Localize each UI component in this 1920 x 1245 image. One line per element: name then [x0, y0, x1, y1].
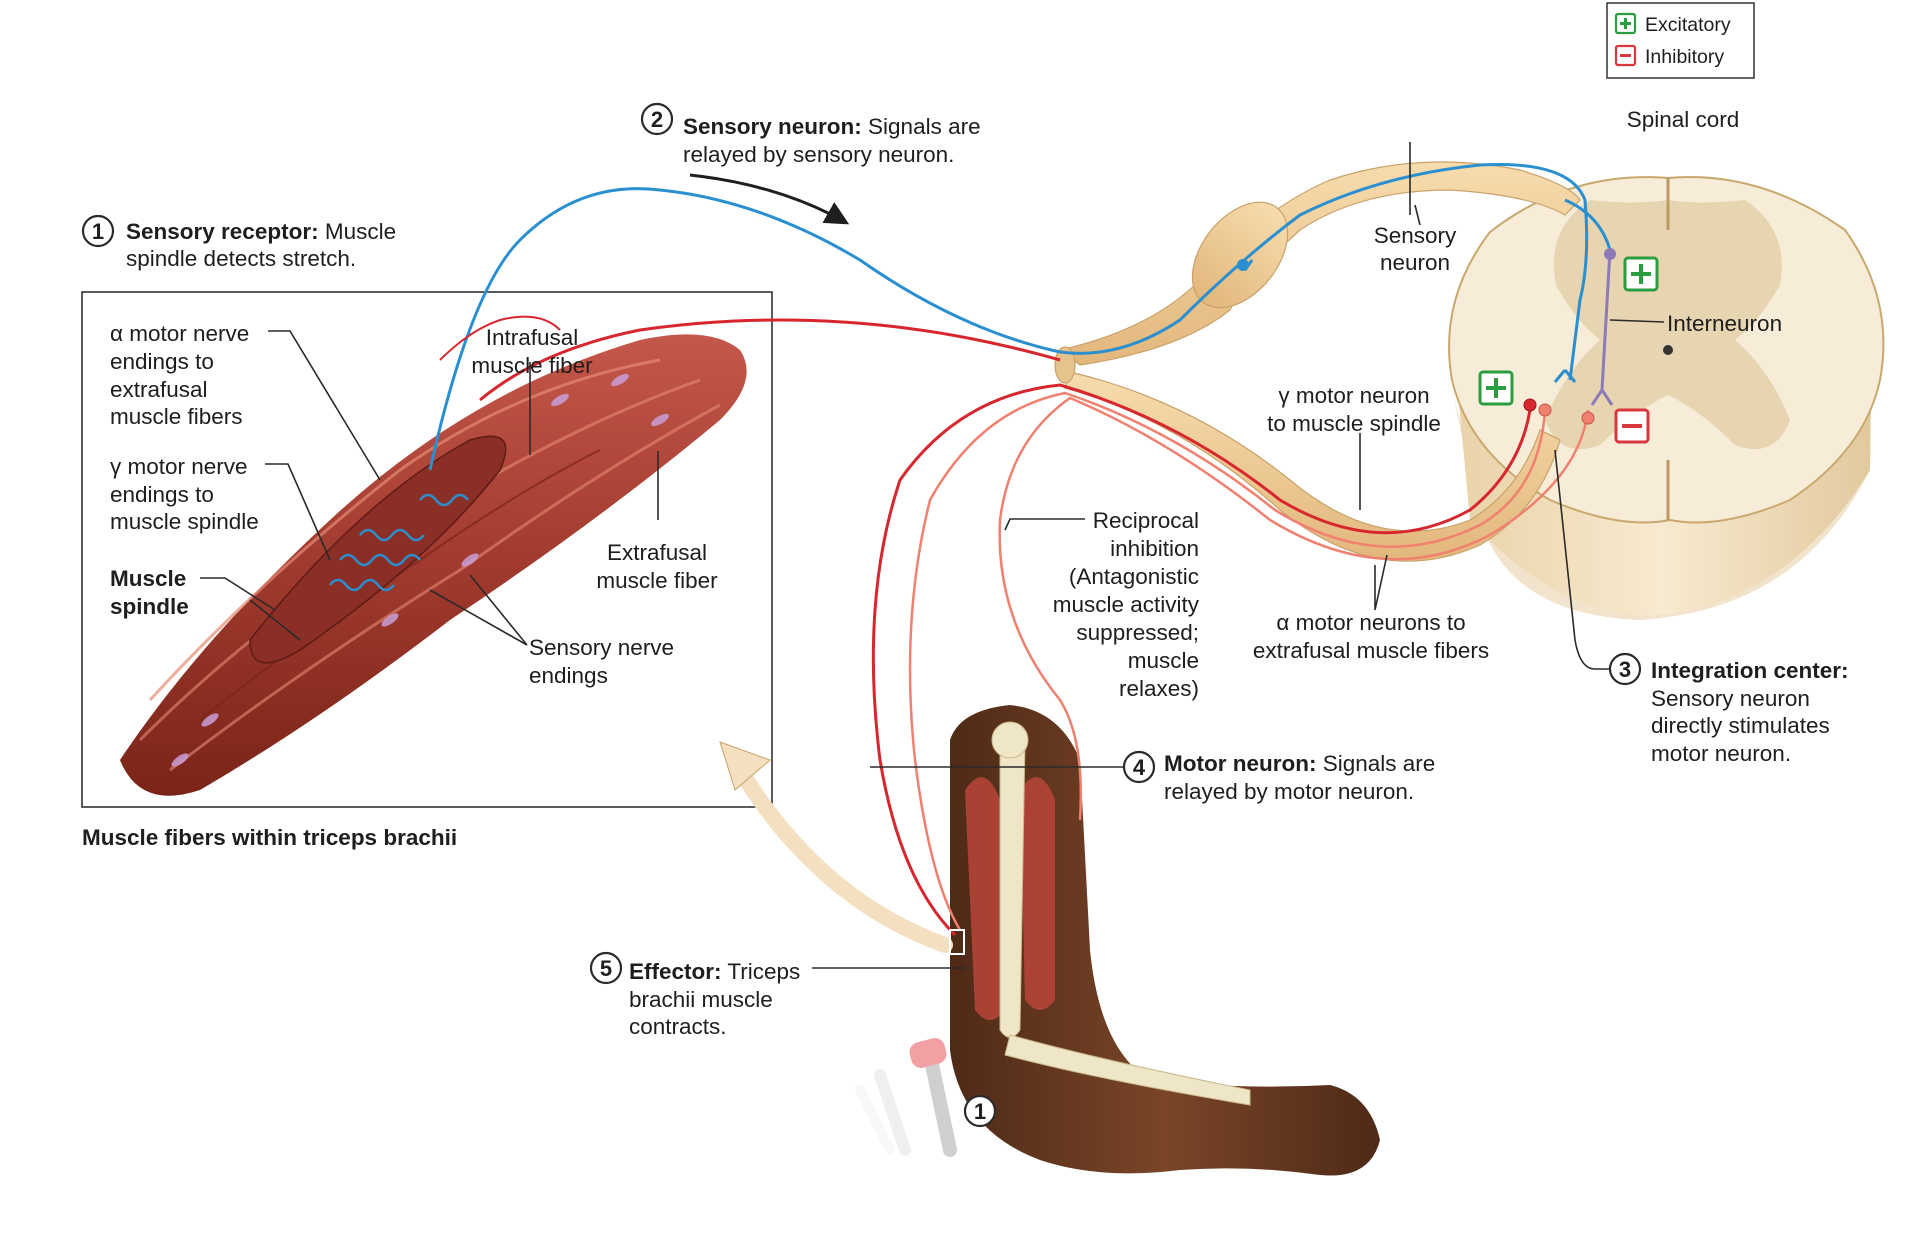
step-5-badge: 5	[589, 951, 623, 985]
alpha-nerve-label-4: muscle fibers	[110, 404, 243, 429]
extrafusal-label-1: Extrafusal	[607, 540, 707, 565]
dorsal-root-ganglion	[1191, 201, 1289, 309]
step-3-title: Integration center:	[1651, 658, 1849, 683]
leader-lines	[200, 142, 1665, 969]
spindle-location-box	[949, 929, 965, 955]
spinal-cord	[1448, 176, 1885, 620]
interneuron	[1590, 249, 1614, 406]
sensory-neuron-label-1: Sensory	[1374, 223, 1457, 248]
step-3-line1: Sensory neuron	[1651, 686, 1810, 711]
alpha-nerve-label-1: α motor nerve	[110, 321, 249, 346]
step-3-line3: motor neuron.	[1651, 741, 1791, 766]
sensory-neuron-label-2: neuron	[1380, 250, 1450, 275]
alpha-motor-label-1: α motor neurons to	[1276, 610, 1465, 635]
gamma-motor-neuron	[908, 391, 1547, 931]
legend: Excitatory Inhibitory	[1606, 2, 1755, 79]
gamma-nerve-label-1: γ motor nerve	[110, 454, 248, 479]
alpha-nerve-label-3: extrafusal	[110, 377, 208, 402]
sensory-endings-label-2: endings	[529, 663, 608, 688]
svg-text:2: 2	[651, 107, 663, 132]
reciprocal-motor-neuron	[998, 396, 1590, 821]
signal-direction-arrow	[689, 173, 850, 225]
biceps-muscle	[1020, 777, 1055, 1010]
step-2-badge: 2	[640, 102, 674, 136]
reciprocal-label-5: suppressed;	[1076, 620, 1199, 645]
excitatory-marker-lower-icon	[1478, 370, 1514, 406]
step-1-badge: 1	[81, 214, 115, 248]
spindle-label-2: spindle	[110, 594, 189, 619]
gamma-nerve-label-3: muscle spindle	[110, 509, 259, 534]
gamma-motor-label-1: γ motor neuron	[1278, 383, 1429, 408]
step-5-title: Effector: Triceps	[629, 959, 800, 984]
sensory-endings-coils	[329, 493, 469, 592]
stretch-arrow	[732, 762, 953, 953]
excitatory-marker-upper-icon	[1623, 256, 1659, 292]
alpha-motor-label-2: extrafusal muscle fibers	[1253, 638, 1489, 663]
alpha-nerve-label-2: endings to	[110, 349, 214, 374]
spinal-nerve	[1054, 161, 1581, 562]
excitatory-icon	[1614, 12, 1637, 35]
muscle-spindle-capsule	[249, 435, 507, 664]
step-5-line1: brachii muscle	[629, 987, 773, 1012]
intrafusal-label-2: muscle fiber	[471, 353, 593, 378]
alpha-motor-neuron	[871, 383, 1532, 937]
step-4-line2: relayed by motor neuron.	[1164, 779, 1414, 804]
step-1-line2: spindle detects stretch.	[126, 246, 356, 271]
svg-text:3: 3	[1619, 657, 1631, 682]
gamma-motor-label-2: to muscle spindle	[1267, 411, 1441, 436]
reciprocal-label-1: Reciprocal	[1093, 508, 1199, 533]
step-2-title: Sensory neuron: Signals are	[683, 114, 981, 139]
inhibitory-marker-icon	[1614, 408, 1650, 444]
step-2-line2: relayed by sensory neuron.	[683, 142, 954, 167]
step-1-title: Sensory receptor: Muscle	[126, 219, 396, 244]
muscle-inset	[81, 291, 773, 808]
gray-matter	[1545, 200, 1790, 450]
motor-cell-body-3	[1581, 411, 1595, 425]
reflex-hammer	[855, 1038, 957, 1157]
inset-caption: Muscle fibers within triceps brachii	[82, 825, 457, 850]
hammer-step-badge: 1	[963, 1094, 997, 1128]
motor-cell-body-2	[1538, 403, 1552, 417]
extrafusal-label-2: muscle fiber	[596, 568, 718, 593]
reciprocal-label-7: relaxes)	[1119, 676, 1199, 701]
reciprocal-label-2: inhibition	[1110, 536, 1199, 561]
step-4-badge: 4	[1122, 750, 1156, 784]
svg-text:1: 1	[974, 1099, 986, 1124]
step-3-line2: directly stimulates	[1651, 713, 1830, 738]
motor-cell-body-1	[1523, 398, 1537, 412]
sensory-endings-label-1: Sensory nerve	[529, 635, 674, 660]
inhibitory-icon	[1614, 44, 1637, 67]
muscle-bundle	[120, 334, 747, 796]
legend-inhibitory-label: Inhibitory	[1645, 46, 1724, 68]
step-5-line2: contracts.	[629, 1014, 727, 1039]
gamma-nerve-label-2: endings to	[110, 482, 214, 507]
sensory-neuron-axon	[428, 162, 1589, 471]
svg-text:1: 1	[92, 219, 104, 244]
arm	[950, 705, 1380, 1176]
sensory-cell-body	[1237, 259, 1249, 271]
legend-excitatory-label: Excitatory	[1645, 14, 1731, 36]
interneuron-label: Interneuron	[1667, 311, 1782, 336]
step-3-badge: 3	[1608, 652, 1642, 686]
triceps-muscle	[965, 777, 1005, 1020]
reciprocal-label-3: (Antagonistic	[1069, 564, 1199, 589]
svg-text:4: 4	[1133, 755, 1146, 780]
step-4-title: Motor neuron: Signals are	[1164, 751, 1435, 776]
spindle-label-1: Muscle	[110, 566, 186, 591]
intrafusal-label-1: Intrafusal	[486, 325, 579, 350]
svg-text:5: 5	[600, 956, 612, 981]
central-canal	[1663, 345, 1673, 355]
spinal-cord-label: Spinal cord	[1627, 107, 1740, 132]
reciprocal-label-6: muscle	[1128, 648, 1199, 673]
reciprocal-label-4: muscle activity	[1053, 592, 1200, 617]
